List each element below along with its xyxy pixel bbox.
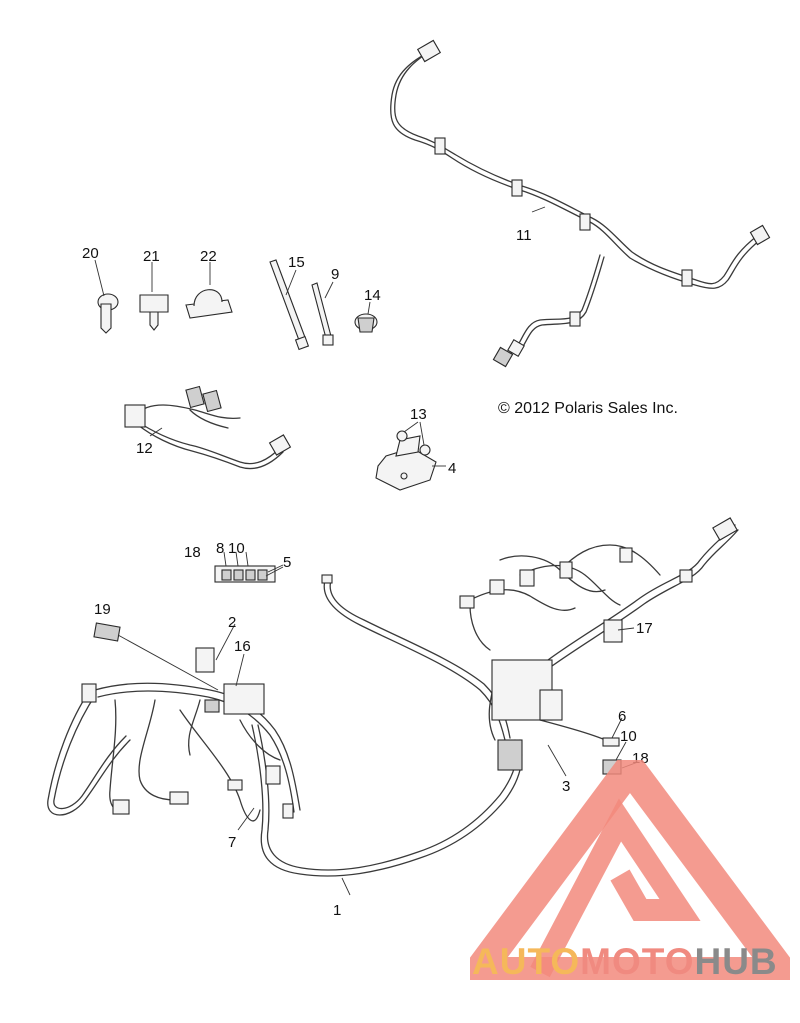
callout-7: 7: [228, 834, 236, 851]
watermark-triangle-outer: [470, 760, 790, 980]
watermark-inner-mark: [530, 798, 701, 978]
callout-22: 22: [200, 248, 217, 265]
callout-21: 21: [143, 248, 160, 265]
clip-21: [139, 262, 169, 331]
watermark-text-auto: AUTO: [472, 941, 581, 982]
cable-tie-15: [269, 259, 310, 351]
callout-3: 3: [562, 778, 570, 795]
callout-20: 20: [82, 245, 99, 262]
relay-block-5: [214, 551, 284, 583]
cable-tie-9: [311, 281, 334, 346]
callout-15: 15: [288, 254, 305, 271]
callout-5: 5: [283, 554, 291, 571]
harness-17: [459, 517, 739, 777]
harness-1: [47, 574, 523, 896]
callout-10-right: 10: [620, 728, 637, 745]
callout-18: 18: [184, 544, 201, 561]
watermark-text-hub: HUB: [694, 941, 778, 982]
callout-19: 19: [94, 601, 111, 618]
watermark-text: AUTOMOTOHUB: [472, 942, 778, 982]
callout-4: 4: [448, 460, 456, 477]
callout-16: 16: [234, 638, 251, 655]
callout-1: 1: [333, 902, 341, 919]
callout-12: 12: [136, 440, 153, 457]
callout-8: 8: [216, 540, 224, 557]
callout-9: 9: [331, 266, 339, 283]
callout-10: 10: [228, 540, 245, 557]
callout-11: 11: [516, 227, 532, 244]
harness-11: [390, 39, 771, 368]
bolts-13: [396, 421, 431, 456]
callout-2: 2: [228, 614, 236, 631]
callout-labels: 1 2 3 4 5 6 7 8 9 10 10 11 12 13 14 15 1…: [82, 227, 653, 919]
callout-6: 6: [618, 708, 626, 725]
watermark-text-moto: MOTO: [580, 941, 695, 982]
clip-20: [94, 259, 119, 334]
harness-12: [124, 385, 292, 470]
copyright-notice: © 2012 Polaris Sales Inc.: [498, 400, 678, 417]
clip-22: [185, 262, 233, 319]
callout-14: 14: [364, 287, 381, 304]
bracket-4: [375, 435, 446, 491]
label-19: [93, 622, 219, 691]
callout-13: 13: [410, 406, 427, 423]
clip-14: [354, 301, 378, 333]
watermark-logo: [470, 760, 790, 980]
callout-17: 17: [636, 620, 653, 637]
